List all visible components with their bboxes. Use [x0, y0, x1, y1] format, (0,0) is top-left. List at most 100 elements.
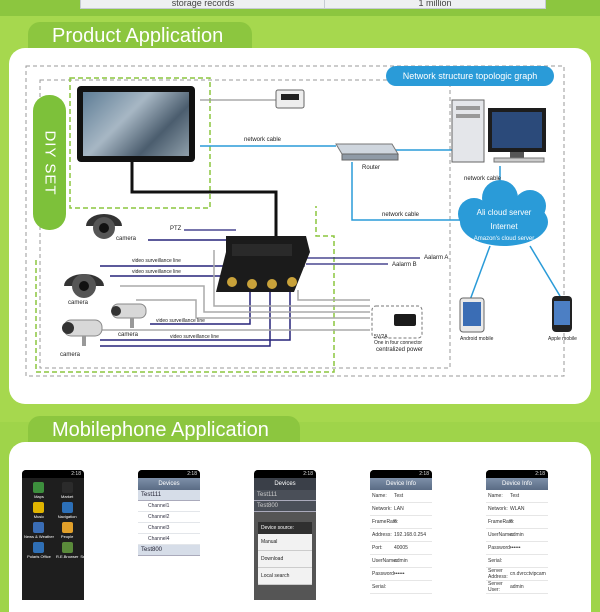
form-row: Network:WLAN	[486, 503, 548, 516]
devices-title: Devices	[254, 478, 316, 490]
channel-item[interactable]: Channel4	[138, 534, 200, 545]
field-label: FrameRate:	[372, 519, 399, 525]
menu-item-download[interactable]: Download	[258, 551, 312, 568]
video-line-label: video surveillance line	[170, 334, 219, 340]
form-row: Serial:	[370, 581, 432, 594]
app-glyph-icon	[33, 482, 45, 493]
channel-item[interactable]: Channel1	[138, 501, 200, 512]
device-group-test111[interactable]: Test111	[138, 490, 200, 501]
android-label: Android mobile	[460, 336, 494, 342]
app-icon[interactable]: Navigation	[56, 502, 78, 519]
app-label: People	[60, 534, 74, 539]
camera-label: camera	[116, 236, 137, 242]
outer-dashed-boundary	[25, 65, 565, 377]
device-group-test800[interactable]: Test800	[138, 545, 200, 556]
app-glyph-icon	[33, 522, 45, 533]
app-icon[interactable]: People	[56, 522, 78, 539]
app-glyph-icon	[33, 502, 45, 513]
field-input[interactable]: 6	[510, 519, 513, 525]
app-icon[interactable]: Music	[24, 502, 54, 519]
field-input[interactable]: Test	[510, 493, 520, 499]
channel-item[interactable]: Channel3	[138, 523, 200, 534]
bullet-camera-icon	[111, 303, 147, 328]
form-row: FrameRate:6	[486, 516, 548, 529]
field-input[interactable]: admin	[510, 584, 524, 590]
status-bar: 2:18	[254, 470, 316, 478]
field-input[interactable]: Test	[394, 493, 404, 499]
app-glyph-icon	[61, 482, 73, 493]
status-bar: 2:18	[22, 470, 84, 478]
app-icon[interactable]: Messages	[80, 482, 84, 499]
video-line-4	[150, 290, 251, 325]
power-wire-5	[297, 290, 370, 301]
field-input[interactable]: 192.168.0.254	[394, 532, 426, 538]
field-label: Serial:	[488, 558, 503, 564]
app-icon[interactable]: Polaris Office	[24, 542, 54, 559]
section-title-mobile: Mobilephone Application	[28, 416, 300, 442]
video-line-label: video surveillance line	[132, 258, 181, 264]
connector-label: One in four connector	[374, 340, 423, 346]
diy-set-label: DIY SET	[33, 95, 66, 230]
monitor-icon	[77, 86, 195, 162]
form-row: Server Address:cn.dvrcctvipcam.co	[486, 568, 548, 581]
field-input[interactable]: 6	[394, 519, 397, 525]
devices-title: Devices	[138, 478, 200, 490]
field-label: Name:	[488, 493, 503, 499]
monitor-cable	[130, 162, 278, 236]
channel-item[interactable]: Channel2	[138, 512, 200, 523]
field-input[interactable]: cn.dvrcctvipcam.co	[510, 571, 546, 577]
field-label: Password:	[488, 545, 512, 551]
device-group-test800: Test800	[254, 501, 316, 512]
form-row: Password:••••••	[370, 568, 432, 581]
app-icon[interactable]: Phone	[80, 522, 84, 539]
router-label: Router	[362, 165, 381, 171]
menu-item-local-search[interactable]: Local search	[258, 568, 312, 585]
field-label: Network:	[372, 506, 392, 512]
app-icon[interactable]: NetDvr	[80, 502, 84, 519]
form-row: Name: Test	[486, 490, 548, 503]
app-icon[interactable]: News & Weather	[24, 522, 54, 539]
app-glyph-icon	[61, 542, 73, 553]
menu-item-manual[interactable]: Manual	[258, 534, 312, 551]
field-label: UserName:	[488, 532, 514, 538]
router-icon	[335, 143, 399, 161]
lan-dashed-boundary	[39, 79, 451, 369]
network-cable-label-mid: network cable	[382, 212, 420, 218]
status-bar: 2:18	[486, 470, 548, 478]
field-input[interactable]: admin	[510, 532, 524, 538]
power-spec-label: 5V/2A	[374, 334, 388, 340]
app-glyph-icon	[61, 522, 73, 533]
field-input[interactable]: LAN	[394, 506, 404, 512]
field-label: Name:	[372, 493, 387, 499]
app-icon[interactable]: Search People	[80, 542, 84, 559]
field-label: Server Address:	[488, 568, 508, 580]
form-row: Serial:	[486, 555, 548, 568]
app-label: Search People	[80, 554, 84, 559]
ptz-label: PTZ	[170, 226, 182, 232]
camera-label: camera	[68, 300, 89, 306]
app-grid: MapsMarketMessagesmobile-QQMusicNavigati…	[22, 478, 84, 563]
power-wire-3	[136, 299, 370, 319]
camera-label: camera	[60, 352, 81, 358]
network-graph-badge: Network structure topologic graph	[386, 66, 554, 86]
field-input[interactable]: 40005	[394, 545, 408, 551]
app-label: R.E.Browser	[55, 554, 79, 559]
video-line-3	[110, 275, 231, 290]
app-icon[interactable]: Maps	[24, 482, 54, 499]
field-input[interactable]: ••••••	[510, 545, 521, 551]
video-line-label: video surveillance line	[132, 269, 181, 275]
field-input[interactable]: ••••••	[394, 571, 405, 577]
field-label: Network:	[488, 506, 508, 512]
app-icon[interactable]: R.E.Browser	[56, 542, 78, 559]
field-input[interactable]: WLAN	[510, 506, 525, 512]
app-label: Maps	[34, 494, 44, 499]
network-cable-label: network cable	[244, 137, 282, 143]
network-cable-label-right: network cable	[464, 176, 502, 182]
field-label: Address:	[372, 532, 392, 538]
app-icon[interactable]: Market	[56, 482, 78, 499]
cloud-icon	[458, 180, 548, 246]
field-input[interactable]: admin	[394, 558, 408, 564]
